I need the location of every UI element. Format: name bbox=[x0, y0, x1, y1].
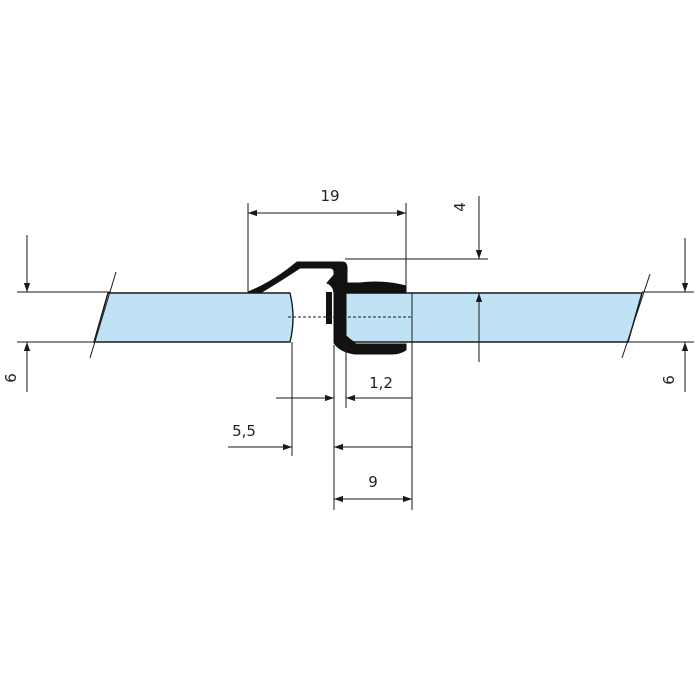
dimension-label-19: 19 bbox=[320, 187, 339, 205]
dimension-label-4: 4 bbox=[451, 202, 469, 212]
seal-profile bbox=[247, 261, 407, 355]
dimension-label-1-2: 1,2 bbox=[369, 374, 393, 392]
dimension-label-6-right: 6 bbox=[660, 375, 678, 385]
dimension-label-5-5: 5,5 bbox=[232, 422, 256, 440]
dimension-label-6-left: 6 bbox=[2, 373, 20, 383]
right-glass-break-line bbox=[621, 273, 651, 359]
right-glass-pane bbox=[342, 292, 643, 343]
seal-profile-tab bbox=[326, 292, 332, 324]
left-glass-pane bbox=[93, 292, 294, 343]
dimension-label-9: 9 bbox=[368, 473, 378, 491]
left-glass-break-line bbox=[89, 271, 117, 359]
